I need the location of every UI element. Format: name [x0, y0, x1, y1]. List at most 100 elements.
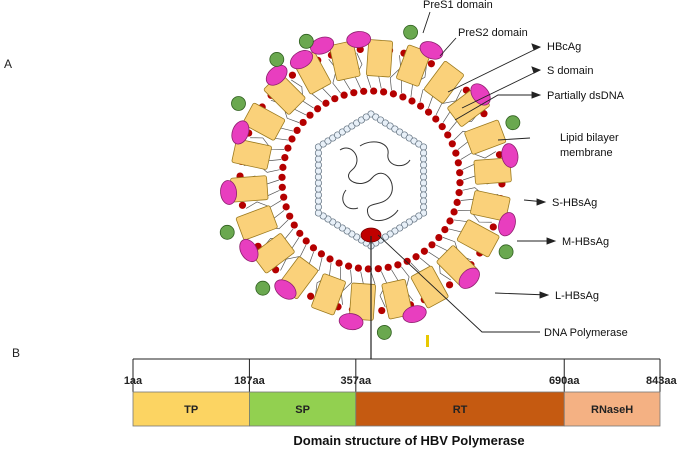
lipid-head [309, 244, 318, 252]
lipid-head [432, 115, 440, 123]
lipid-head [340, 91, 348, 99]
core-protein [252, 233, 295, 274]
arrowhead-m-hbsag [546, 237, 557, 245]
lipid-head [444, 131, 452, 139]
leader-s-domain [461, 69, 541, 109]
lipid-head [424, 108, 433, 116]
capsid-bead [314, 203, 322, 211]
lipid-tail [246, 200, 282, 209]
capsid-bead [314, 161, 322, 169]
capsid-bead [420, 179, 428, 187]
pres1-domain [403, 24, 418, 40]
lipid-head [302, 237, 310, 245]
domain-label-rnaseh: RNaseH [591, 404, 633, 416]
core-protein [456, 219, 500, 258]
lipid-head [446, 217, 454, 225]
hbcag-core-proteins [230, 39, 512, 321]
envelope-protein [470, 83, 491, 106]
leader-pres1 [422, 11, 431, 34]
pres1-domain [269, 52, 285, 67]
domain-tp [132, 391, 250, 427]
lipid-head [452, 149, 460, 157]
capsid-bead [314, 197, 322, 205]
lipid-head [427, 60, 435, 68]
leader-dsdna [454, 94, 540, 121]
core-protein [381, 279, 413, 320]
lipid-head [403, 257, 411, 265]
panel-label-b: B [12, 346, 20, 360]
lipid-head [489, 223, 497, 231]
arrowhead-s-domain [531, 66, 542, 74]
arrowhead-s-hbsag [536, 198, 547, 206]
arrowhead-l-hbsag [539, 291, 550, 299]
label-pres2-domain: PreS2 domain [458, 27, 528, 39]
lipid-tail [250, 137, 285, 150]
core-protein [470, 190, 511, 222]
lipid-head [428, 241, 436, 249]
label-s-domain: S domain [547, 65, 593, 77]
lipid-head [389, 90, 397, 98]
lipid-head [378, 306, 386, 315]
lipid-head [453, 198, 461, 206]
lipid-head [441, 225, 449, 234]
label-s-hbsag: S-HBsAg [552, 197, 597, 209]
lipid-head [448, 140, 456, 148]
lipid-head [399, 93, 407, 101]
pres1-domain [255, 280, 271, 296]
panel-label-a: A [4, 57, 12, 71]
domain-label-tp: TP [184, 404, 198, 416]
leader-pres2 [439, 37, 457, 57]
arrowhead-hbcag [531, 43, 542, 51]
domain-rt [355, 391, 565, 427]
arrowheads [531, 43, 557, 299]
capsid-bead [314, 179, 322, 187]
core-protein [242, 102, 286, 141]
pres1-domains [219, 24, 521, 340]
lipid-head [335, 259, 343, 267]
label-lipid-bilayer: Lipid bilayer [560, 132, 619, 144]
lipid-head [354, 264, 362, 272]
lipid-head [412, 253, 420, 261]
envelope-protein [274, 279, 297, 300]
lipid-tail [340, 269, 353, 305]
lipid-head [293, 126, 301, 135]
lipid-head [331, 95, 339, 103]
core-protein [231, 138, 272, 170]
lipid-head [416, 102, 425, 110]
core-protein [423, 61, 464, 104]
capsid-bead [420, 191, 428, 199]
lipid-head [445, 281, 454, 289]
lipid-head [278, 173, 286, 181]
lipid-tail [401, 266, 414, 302]
lipid-head [374, 265, 382, 273]
lipid-head [394, 261, 402, 269]
yellow-mark [426, 335, 429, 347]
label-hbcag: HBcAg [547, 41, 581, 53]
arrowhead-dsdna [531, 91, 542, 99]
pres1-domain [505, 115, 521, 131]
envelope-proteins [220, 31, 519, 331]
lipid-tail [428, 251, 451, 281]
core-protein [464, 119, 507, 155]
domain-rnaseh [563, 391, 661, 427]
lipid-head [279, 163, 287, 171]
envelope-protein [338, 313, 364, 331]
capsid-bead [314, 173, 322, 181]
domain-sp [249, 391, 357, 427]
lipid-head [288, 135, 296, 143]
core-protein [329, 40, 361, 81]
lipid-head [290, 221, 298, 229]
pres1-domain [498, 244, 514, 260]
polymerase-caption: Domain structure of HBV Polymerase [293, 433, 524, 448]
lipid-tail [291, 79, 314, 109]
envelope-protein [458, 267, 480, 289]
envelope-protein [289, 50, 314, 70]
envelope-protein [239, 238, 259, 263]
lipid-tail [457, 210, 492, 223]
leader-l-hbsag [494, 292, 549, 296]
capsid-bead [420, 149, 428, 157]
ruler-tick-label: 1aa [124, 375, 143, 387]
lipid-head [282, 203, 290, 211]
label-l-hbsag: L-HBsAg [555, 290, 599, 302]
